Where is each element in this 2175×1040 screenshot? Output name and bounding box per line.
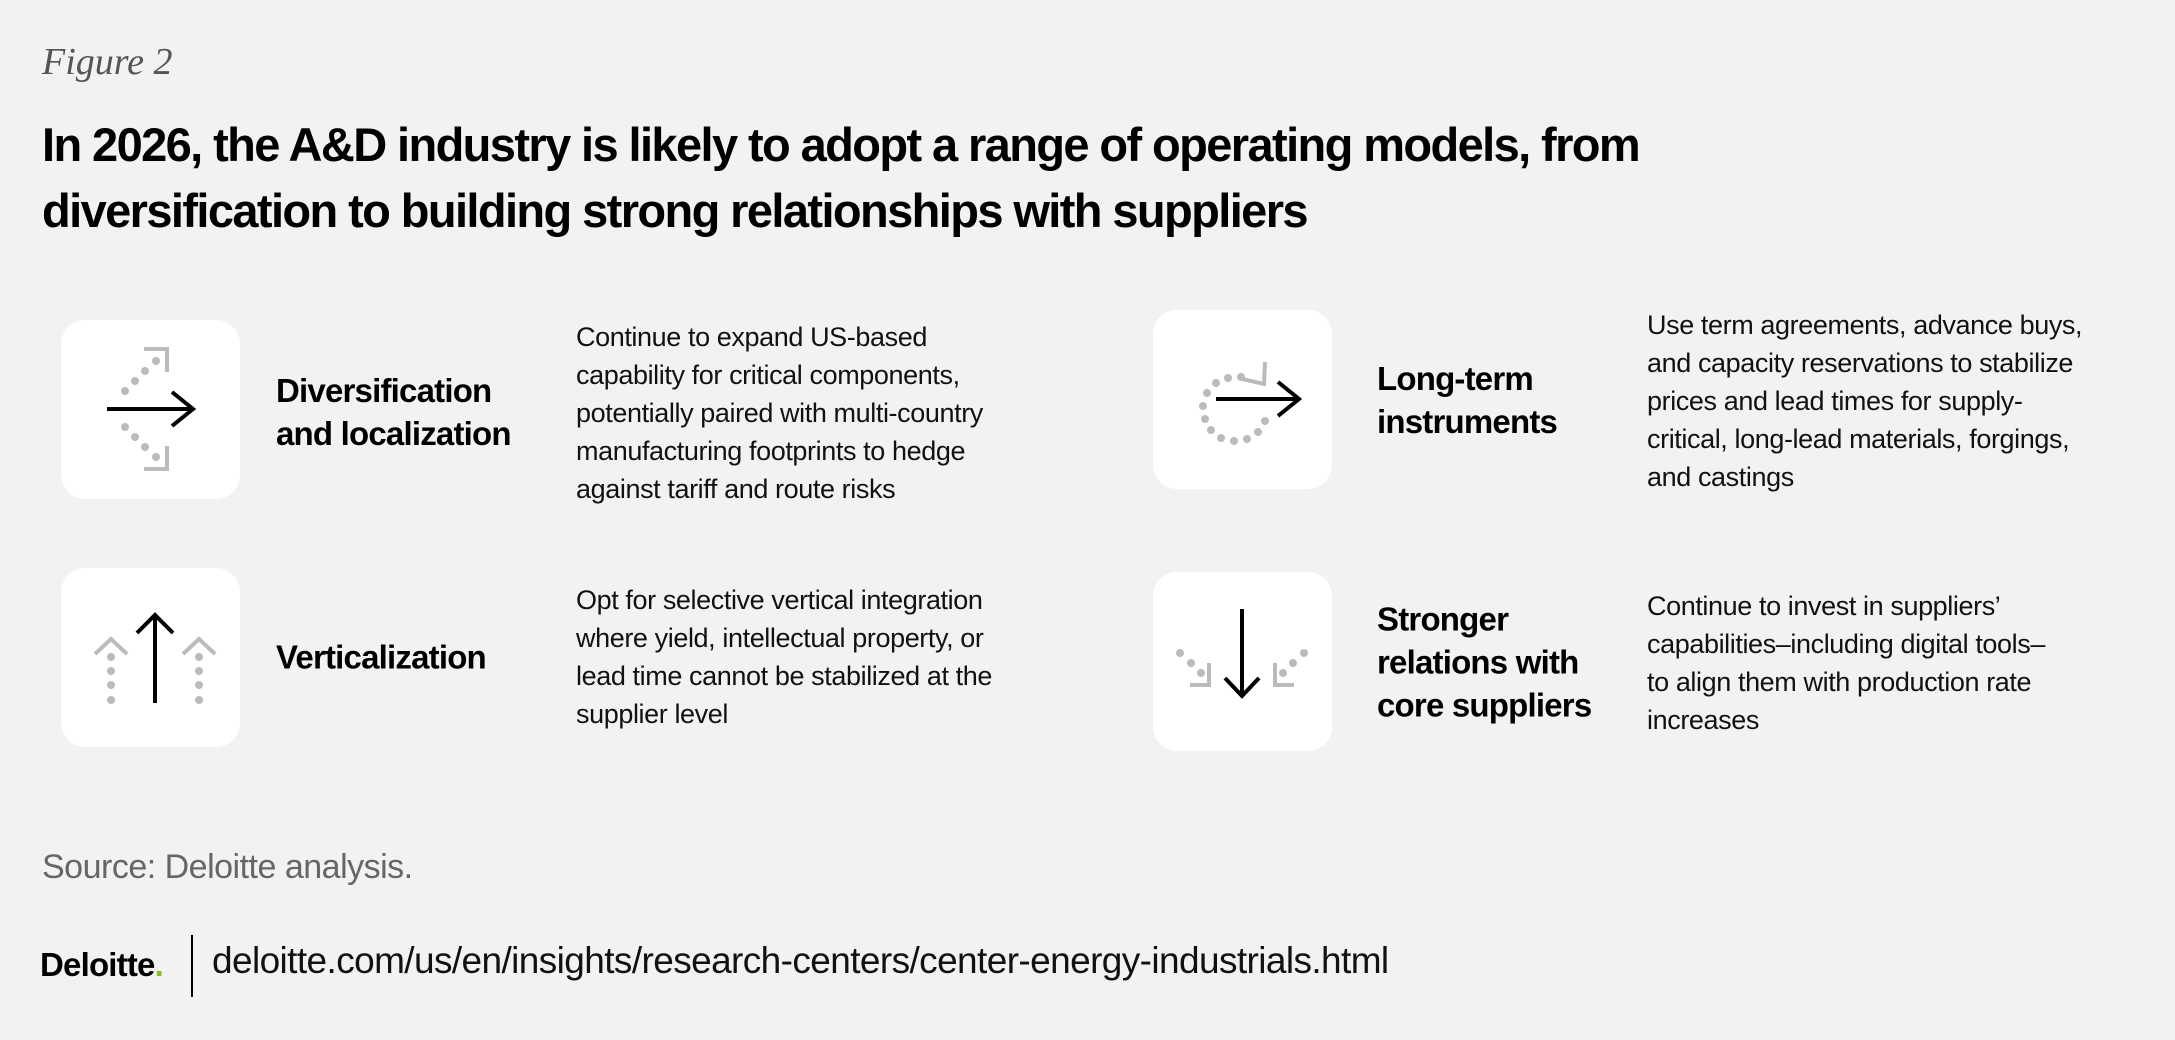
desc-line: and castings <box>1647 462 1794 492</box>
desc-line: increases <box>1647 705 1759 735</box>
desc-line: capability for critical components, <box>576 360 960 390</box>
label-line: and localization <box>276 415 512 452</box>
deloitte-logo: Deloitte. <box>40 946 164 984</box>
logo-text: Deloitte <box>40 946 155 983</box>
source-note: Source: Deloitte analysis. <box>42 848 413 886</box>
item-description: Continue to expand US-based capability f… <box>576 318 983 508</box>
logo-dot: . <box>154 946 164 983</box>
verticalization-card <box>61 568 240 747</box>
diversify-arrow-icon <box>107 347 197 471</box>
desc-line: potentially paired with multi-country <box>576 398 983 428</box>
desc-line: capabilities–including digital tools– <box>1647 629 2045 659</box>
desc-line: prices and lead times for supply- <box>1647 386 2023 416</box>
label-line: Stronger <box>1377 600 1509 638</box>
desc-line: critical, long-lead materials, forgings, <box>1647 424 2070 454</box>
item-label: Long-term instruments <box>1377 357 1558 443</box>
desc-line: manufacturing footprints to hedge <box>576 436 966 466</box>
desc-line: to align them with production rate <box>1647 667 2032 697</box>
label-line: Long-term <box>1377 360 1534 397</box>
supplier-relations-card <box>1153 572 1332 751</box>
desc-line: lead time cannot be stabilized at the <box>576 661 992 691</box>
desc-line: Continue to expand US-based <box>576 322 927 352</box>
desc-line: where yield, intellectual property, or <box>576 623 984 653</box>
desc-line: supplier level <box>576 699 728 729</box>
label-line: core suppliers <box>1377 686 1592 724</box>
cycle-arrow-icon <box>1199 361 1303 445</box>
desc-line: Use term agreements, advance buys, <box>1647 310 2083 340</box>
label-line: instruments <box>1377 403 1558 440</box>
title-line: In 2026, the A&D industry is likely to a… <box>42 118 1641 171</box>
desc-line: against tariff and route risks <box>576 474 896 504</box>
converge-down-arrow-icon <box>1176 609 1308 699</box>
item-label: Diversification and localization <box>276 369 512 455</box>
diversification-card <box>61 320 240 499</box>
label-line: Verticalization <box>276 638 487 676</box>
title-line: diversification to building strong relat… <box>42 184 1309 237</box>
item-description: Use term agreements, advance buys, and c… <box>1647 306 2083 496</box>
vertical-arrow-icon <box>93 612 217 704</box>
figure-label: Figure 2 <box>42 41 173 83</box>
item-description: Opt for selective vertical integration w… <box>576 581 992 733</box>
figure-title: In 2026, the A&D industry is likely to a… <box>42 112 1942 244</box>
long-term-card <box>1153 310 1332 489</box>
desc-line: Continue to invest in suppliers’ <box>1647 591 2001 621</box>
item-description: Continue to invest in suppliers’ capabil… <box>1647 587 2045 739</box>
label-line: relations with <box>1377 643 1579 681</box>
footer-url[interactable]: deloitte.com/us/en/insights/research-cen… <box>212 940 1389 981</box>
item-label: Stronger relations with core suppliers <box>1377 598 1592 727</box>
item-label: Verticalization <box>276 636 487 679</box>
footer-divider <box>191 935 193 997</box>
label-line: Diversification <box>276 372 492 409</box>
desc-line: and capacity reservations to stabilize <box>1647 348 2074 378</box>
desc-line: Opt for selective vertical integration <box>576 585 983 615</box>
